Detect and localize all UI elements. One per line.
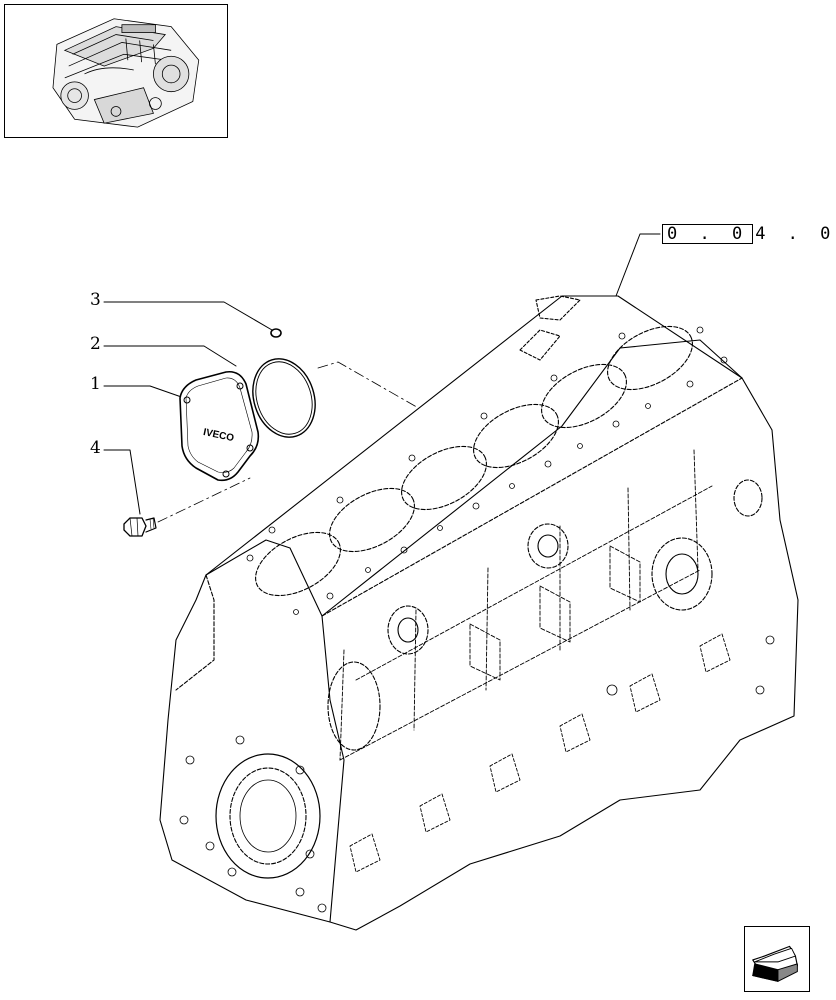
leader-line-2	[103, 345, 237, 367]
part-4-bolt	[123, 517, 157, 537]
assembly-axis	[317, 361, 451, 427]
part-3-o-ring	[270, 328, 282, 338]
back-arrow-icon	[752, 945, 798, 982]
leader-line-4	[103, 449, 141, 515]
engine-thumbnail-icon	[52, 18, 200, 128]
leader-line-1	[103, 385, 191, 401]
part-2-seal-ring	[252, 358, 316, 438]
back-navigation-button[interactable]	[744, 926, 810, 992]
callout-3: 3	[90, 290, 101, 310]
reference-code-rest: 4 . 0	[755, 224, 836, 244]
assembly-axis	[157, 477, 251, 523]
leader-line-ref	[615, 233, 661, 297]
part-1-cover-plate	[179, 370, 260, 482]
leader-line-3	[103, 301, 273, 331]
engine-block	[159, 295, 799, 931]
reference-code-boxed: 0 . 0	[662, 224, 754, 244]
engine-thumbnail	[4, 4, 228, 138]
callout-2: 2	[90, 334, 101, 354]
callout-1: 1	[90, 374, 101, 394]
callout-4: 4	[90, 438, 101, 458]
